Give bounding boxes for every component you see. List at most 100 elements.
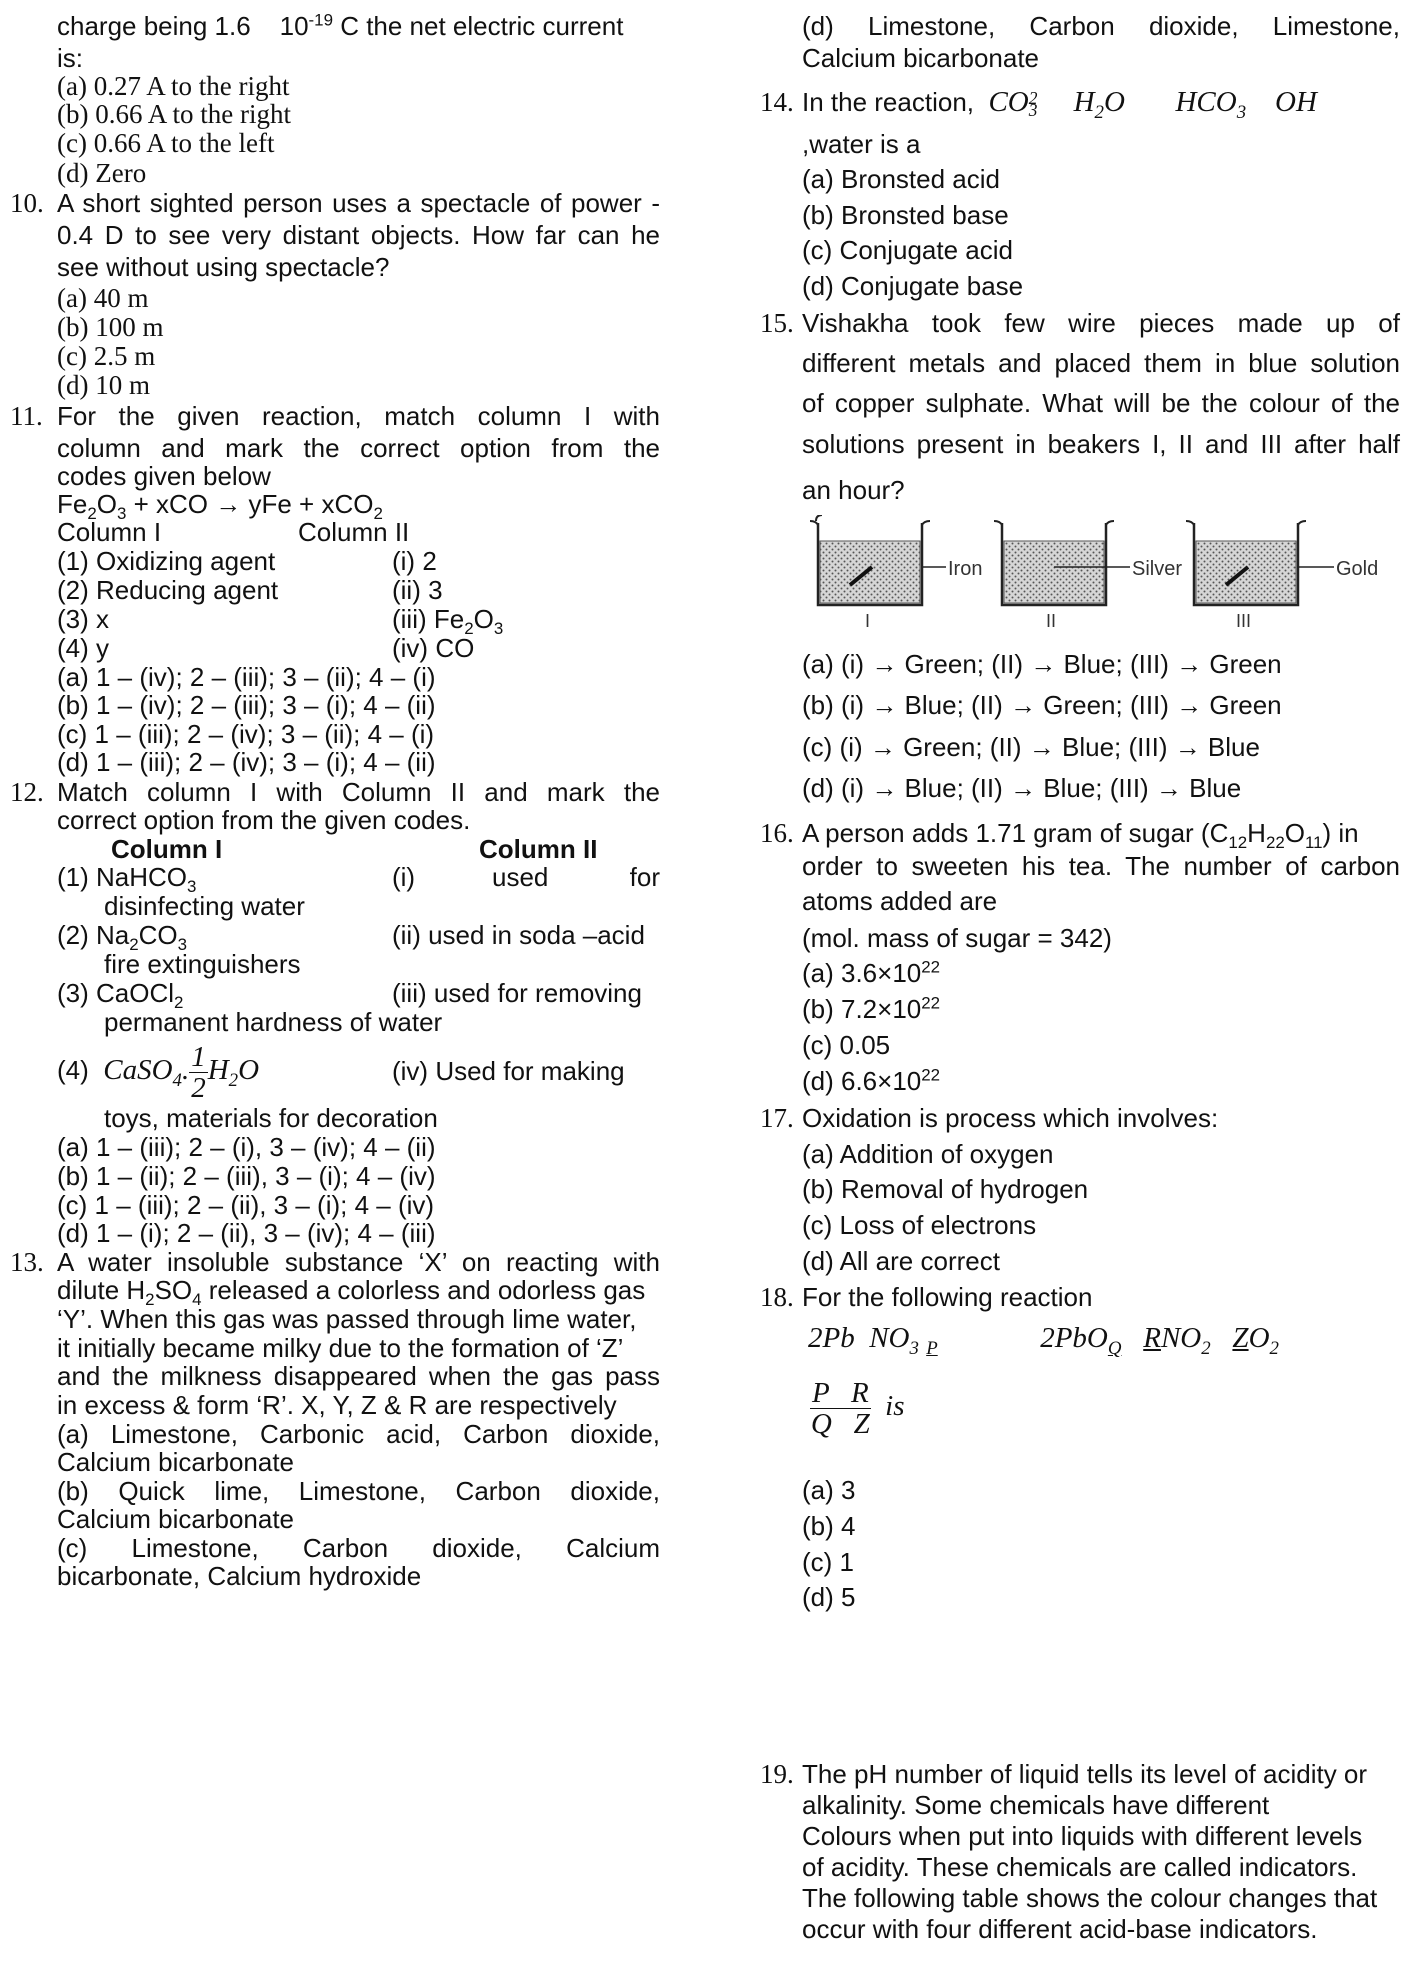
q15-option-d: (d) (i) → Blue; (II) → Blue; (III) → Blu… — [802, 773, 1242, 803]
q9-option-b: (b) 0.66 A to the right — [57, 99, 291, 129]
q16-text-line: atoms added are — [802, 886, 998, 916]
q10-number: 10. — [10, 188, 44, 218]
q11-row-col1: (4) y — [57, 633, 109, 663]
q17-option-d: (d) All are correct — [802, 1246, 1000, 1276]
q12-column-header-1: Column I — [111, 834, 223, 864]
q11-row-col2: (iii) Fe2O3 — [392, 604, 504, 639]
q11-row-col2: (iv) CO — [392, 633, 475, 663]
q13-option-a-cont: Calcium bicarbonate — [57, 1447, 295, 1477]
q17-text-line: Oxidation is process which involves: — [802, 1103, 1219, 1133]
q14-option-d: (d) Conjugate base — [802, 271, 1024, 301]
q15-option-b: (b) (i) → Blue; (II) → Green; (III) → Gr… — [802, 690, 1282, 720]
beaker-2: Silver II — [993, 520, 1182, 631]
q18-option-d: (d) 5 — [802, 1582, 856, 1612]
q11-row-col2: (ii) 3 — [392, 575, 443, 605]
q16-option-d: (d) 6.6×1022 — [802, 1065, 941, 1096]
q12-row-col1: (3) CaOCl2 — [57, 978, 184, 1013]
q12-row-col2: (ii) used in soda –acid — [392, 920, 645, 950]
q19-number: 19. — [760, 1759, 794, 1789]
q15-text-line: Vishakha took few wire pieces made up of — [802, 308, 1400, 338]
label-beaker-2: II — [1046, 611, 1056, 631]
q12-option-c: (c) 1 – (iii); 2 – (ii), 3 – (i); 4 – (i… — [57, 1190, 435, 1220]
q12-row-col1-cont: permanent hardness of water — [104, 1007, 443, 1037]
q17-option-a: (a) Addition of oxygen — [802, 1139, 1054, 1169]
label-beaker-3: III — [1236, 611, 1251, 631]
q9-option-c: (c) 0.66 A to the left — [57, 128, 275, 158]
q16-number: 16. — [760, 818, 794, 848]
q17-number: 17. — [760, 1103, 794, 1133]
q13-number: 13. — [10, 1247, 44, 1277]
q10-option-c: (c) 2.5 m — [57, 341, 156, 371]
q9-option-d: (d) Zero — [57, 158, 147, 188]
label-iron: Iron — [948, 558, 982, 580]
q13-option-b: (b) Quick lime, Limestone, Carbon dioxid… — [57, 1476, 660, 1506]
q13-text-line: dilute H2SO4 released a colorless and od… — [57, 1275, 646, 1310]
q14-option-c: (c) Conjugate acid — [802, 235, 1013, 265]
q12-column-header-2: Column II — [479, 834, 598, 864]
beakers-figure: Iron I Silver II Gold III — [810, 515, 1378, 631]
q10-text-line: 0.4 D to see very distant objects. How f… — [57, 220, 660, 250]
q17-option-b: (b) Removal of hydrogen — [802, 1174, 1089, 1204]
q15-text-line: different metals and placed them in blue… — [802, 348, 1400, 378]
q18-text-line: For the following reaction — [802, 1282, 1093, 1312]
q19-text-line: occur with four different acid-base indi… — [802, 1914, 1318, 1944]
q12-number: 12. — [10, 777, 44, 807]
q15-number: 15. — [760, 308, 794, 338]
q11-equation: Fe2O3 + xCO → yFe + xCO2 — [57, 489, 383, 524]
q16-option-b: (b) 7.2×1022 — [802, 993, 941, 1024]
q13-text-line: and the milkness disappeared when the ga… — [57, 1361, 660, 1391]
q17-option-c: (c) Loss of electrons — [802, 1210, 1037, 1240]
q12-row-col1: (2) Na2CO3 — [57, 920, 188, 955]
q11-option-a: (a) 1 – (iv); 2 – (iii); 3 – (ii); 4 – (… — [57, 662, 436, 692]
q9-text-line: charge being 1.6 10-19 C the net electri… — [57, 10, 624, 41]
q18-option-a: (a) 3 — [802, 1475, 856, 1505]
q16-option-c: (c) 0.05 — [802, 1030, 891, 1060]
q13-text-line: in excess & form ‘R’. X, Y, Z & R are re… — [57, 1390, 617, 1420]
q16-text-line: order to sweeten his tea. The number of … — [802, 851, 1400, 881]
q12-row-col1-cont: fire extinguishers — [104, 949, 301, 979]
q14-option-a: (a) Bronsted acid — [802, 164, 1000, 194]
q15-option-c: (c) (i) → Green; (II) → Blue; (III) → Bl… — [802, 732, 1260, 762]
q12-row-col1-cont: disinfecting water — [104, 891, 305, 921]
q11-text-line: For the given reaction, match column I w… — [57, 401, 660, 431]
q11-column-header-1: Column I — [57, 517, 162, 547]
q10-option-a: (a) 40 m — [57, 283, 149, 313]
q11-number: 11. — [10, 401, 43, 431]
label-beaker-1: I — [865, 611, 870, 631]
q13-option-c: (c) Limestone, Carbon dioxide, Calcium — [57, 1533, 660, 1563]
q11-option-c: (c) 1 – (iii); 2 – (iv); 3 – (ii); 4 – (… — [57, 719, 435, 749]
formula-caso4: CaSO4. — [103, 1054, 190, 1091]
q19-text-line: of acidity. These chemicals are called i… — [802, 1852, 1358, 1882]
label-silver: Silver — [1132, 558, 1182, 580]
q9-text-line: is: — [57, 43, 83, 73]
q18-option-b: (b) 4 — [802, 1511, 856, 1541]
q19-text-line: The pH number of liquid tells its level … — [802, 1759, 1368, 1789]
q13-option-c-cont: bicarbonate, Calcium hydroxide — [57, 1561, 422, 1591]
q10-option-b: (b) 100 m — [57, 312, 164, 342]
q16-text-line: A person adds 1.71 gram of sugar (C12H22… — [802, 818, 1359, 853]
q18-equation: 2Pb NO3 P 2PbOQ RNO2 ZO2 — [808, 1322, 1279, 1359]
q11-row-col1: (1) Oxidizing agent — [57, 546, 276, 576]
q12-row-col2: (iv) Used for making — [392, 1056, 625, 1086]
q14-option-b: (b) Bronsted base — [802, 200, 1009, 230]
q11-row-col1: (2) Reducing agent — [57, 575, 279, 605]
q12-row-col1: (1) NaHCO3 — [57, 862, 197, 897]
label-gold: Gold — [1336, 558, 1378, 580]
q9-option-a: (a) 0.27 A to the right — [57, 71, 290, 101]
q13-text-line: A water insoluble substance ‘X’ on react… — [57, 1247, 660, 1277]
q19-text-line: alkalinity. Some chemicals have differen… — [802, 1790, 1270, 1820]
q12-text-line: Match column I with Column II and mark t… — [57, 777, 660, 807]
q11-row-col1: (3) x — [57, 604, 109, 634]
q16-text-line: (mol. mass of sugar = 342) — [802, 923, 1112, 953]
q10-text-line: see without using spectacle? — [57, 252, 390, 282]
beaker-1: Iron I — [810, 515, 982, 631]
q12-option-b: (b) 1 – (ii); 2 – (iii), 3 – (i); 4 – (i… — [57, 1161, 436, 1191]
q15-text-line: an hour? — [802, 475, 905, 505]
q12-option-a: (a) 1 – (iii); 2 – (i), 3 – (iv); 4 – (i… — [57, 1132, 436, 1162]
q12-row-col1-cont: toys, materials for decoration — [104, 1103, 438, 1133]
q15-text-line: solutions present in beakers I, II and I… — [802, 429, 1400, 459]
q19-text-line: The following table shows the colour cha… — [802, 1883, 1378, 1913]
